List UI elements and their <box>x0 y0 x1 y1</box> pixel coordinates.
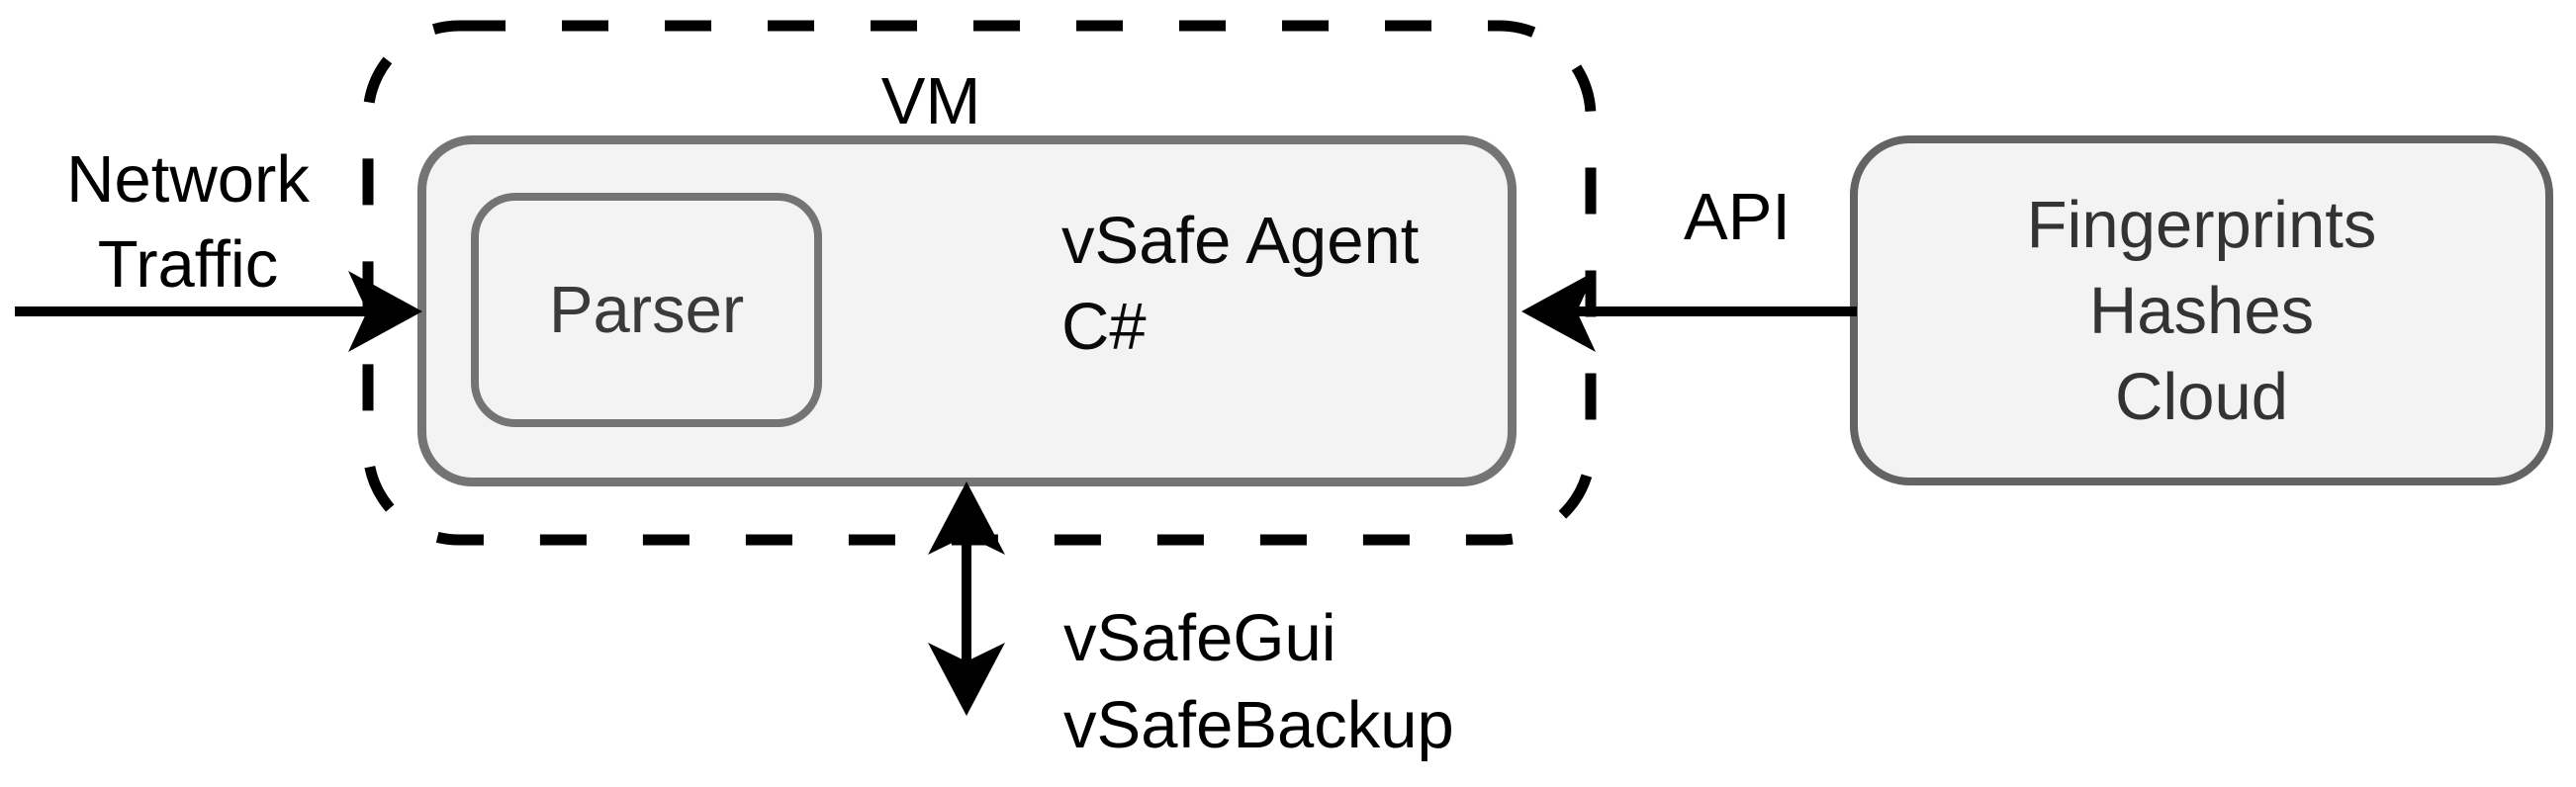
gui-backup-label-line1: vSafeGui <box>1063 601 1336 675</box>
gui-backup-arrowhead-up <box>928 481 1005 555</box>
fingerprints-node: Fingerprints Hashes Cloud <box>1850 135 2553 485</box>
parser-node: Parser <box>471 193 822 427</box>
network-traffic-label: Network Traffic <box>30 137 346 307</box>
api-label: API <box>1684 180 1791 254</box>
fingerprints-label-line3: Cloud <box>2114 359 2289 434</box>
api-arrow <box>1521 271 1857 352</box>
gui-backup-arrowhead-down <box>928 643 1005 716</box>
network-traffic-label-line1: Network <box>66 142 310 217</box>
vsafe-agent-label: vSafe Agent C# <box>1061 198 1419 370</box>
network-traffic-arrowhead <box>348 271 422 352</box>
gui-backup-arrow <box>928 481 1005 716</box>
gui-backup-label-line2: vSafeBackup <box>1063 688 1454 762</box>
network-traffic-label-line2: Traffic <box>97 227 279 302</box>
fingerprints-label-line1: Fingerprints <box>2026 187 2377 262</box>
fingerprints-label-line2: Hashes <box>2088 273 2315 348</box>
api-arrowhead <box>1521 271 1596 352</box>
parser-label: Parser <box>548 273 745 347</box>
vsafe-agent-label-line2: C# <box>1061 290 1147 364</box>
vsafe-agent-label-line1: vSafe Agent <box>1061 204 1420 278</box>
gui-backup-label: vSafeGui vSafeBackup <box>1063 595 1454 769</box>
vm-label: VM <box>880 64 981 138</box>
